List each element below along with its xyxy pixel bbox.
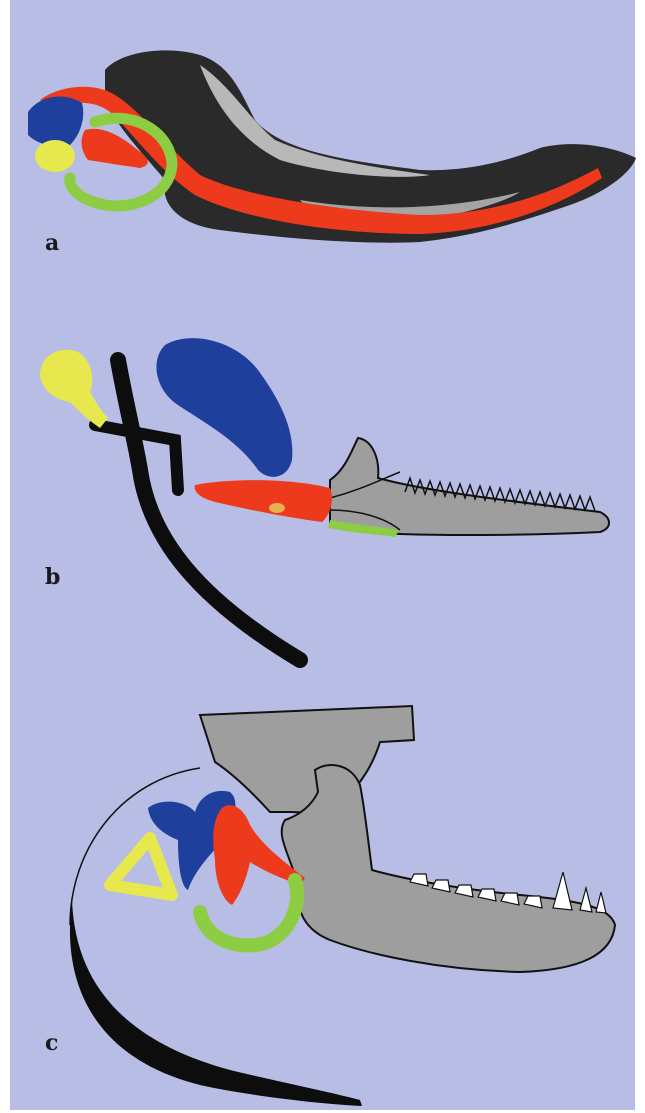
panel-label-a: a [45, 230, 59, 256]
panel-label-c: c [45, 1030, 58, 1056]
yellow-spot [269, 503, 285, 513]
blue-bone [28, 97, 83, 147]
panel-label-b: b [45, 564, 60, 590]
yellow-bone [35, 140, 75, 172]
